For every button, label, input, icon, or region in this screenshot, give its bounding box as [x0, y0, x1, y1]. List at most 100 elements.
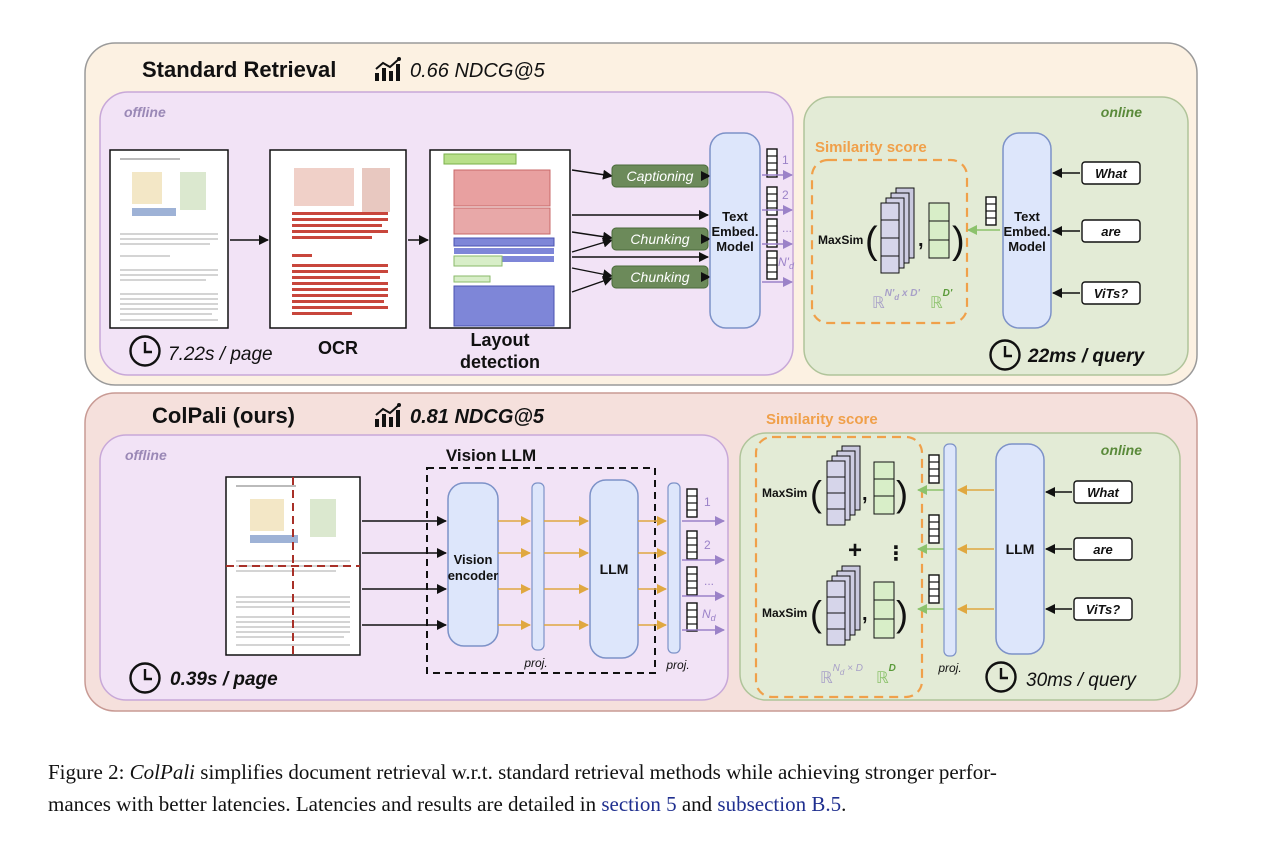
colpali-online-latency: 30ms / query [1026, 670, 1137, 691]
proj-label-3: proj. [937, 661, 961, 675]
svg-text:Embed.: Embed. [712, 224, 759, 239]
online-llm-block: LLM [995, 443, 1045, 655]
svg-text:ViTs?: ViTs? [1094, 286, 1128, 301]
svg-text:What: What [1095, 166, 1127, 181]
document-page [109, 149, 229, 329]
proj-label-2: proj. [665, 658, 689, 672]
chunking-op-2: Chunking [611, 265, 709, 289]
offline-label: offline [125, 447, 167, 463]
svg-text:What: What [1087, 485, 1119, 500]
doc-token-embeddings: 1 2 ... N'd [762, 148, 795, 287]
similarity-box [754, 435, 924, 699]
caption-label: Figure 2: [48, 760, 130, 784]
svg-text:Embed.: Embed. [1004, 224, 1051, 239]
svg-text:LLM: LLM [600, 561, 629, 577]
svg-text:LLM: LLM [1006, 541, 1035, 557]
svg-text:ViTs?: ViTs? [1086, 602, 1120, 617]
svg-text:,: , [862, 603, 868, 625]
proj-layer-3 [943, 443, 957, 657]
standard-retrieval-panel: Standard Retrieval 0.66 NDCG@5 offline [84, 42, 1198, 386]
svg-text:MaxSim: MaxSim [762, 606, 807, 620]
section-5-link[interactable]: section 5 [601, 792, 677, 816]
query-word-what: What [1073, 480, 1133, 504]
query-word-vits: ViTs? [1081, 281, 1141, 305]
query-token-embedding [985, 196, 997, 226]
svg-text:N'd: N'd [778, 255, 795, 271]
standard-metric: 0.66 NDCG@5 [410, 60, 546, 82]
llm-block: LLM [589, 479, 639, 659]
query-token-embeddings [917, 454, 944, 614]
layout-page [429, 149, 571, 329]
ocr-page [269, 149, 407, 329]
svg-text:1: 1 [782, 153, 789, 167]
captioning-op: Captioning [611, 164, 709, 188]
online-label: online [1101, 442, 1142, 458]
svg-text:(: ( [810, 593, 822, 634]
proj-layer-1 [531, 482, 545, 651]
svg-text:2: 2 [704, 538, 711, 552]
vision-llm-label: Vision LLM [446, 446, 536, 465]
caption-text-1: simplifies document retrieval w.r.t. sta… [195, 760, 997, 784]
svg-text:Captioning: Captioning [627, 168, 694, 184]
subsection-b5-link[interactable]: subsection B.5 [717, 792, 842, 816]
svg-text:are: are [1093, 542, 1113, 557]
svg-text:): ) [896, 473, 908, 514]
svg-text:,: , [918, 229, 924, 251]
doc-dim-label: ℝN'd x D' [872, 288, 921, 312]
svg-text:Model: Model [716, 239, 754, 254]
standard-online-latency: 22ms / query [1027, 346, 1146, 367]
maxsim-row-1: MaxSim ( , ) [762, 445, 908, 526]
svg-text:(: ( [865, 220, 878, 262]
query-word-are: are [1073, 537, 1133, 561]
svg-text:2: 2 [782, 188, 789, 202]
query-word-are: are [1081, 219, 1141, 243]
query-embedding [928, 202, 950, 259]
svg-text:...: ... [704, 574, 714, 588]
caption-and: and [676, 792, 718, 816]
chunking-op-1: Chunking [611, 227, 709, 251]
query-word-what: What [1081, 161, 1141, 185]
svg-text:MaxSim: MaxSim [762, 486, 807, 500]
colpali-metric: 0.81 NDCG@5 [410, 406, 545, 428]
query-dim-label: ℝD' [930, 288, 953, 312]
standard-title: Standard Retrieval [142, 57, 336, 82]
svg-text:): ) [952, 220, 965, 262]
caption-emphasis: ColPali [129, 760, 196, 784]
svg-text:...: ... [782, 221, 792, 235]
figure-caption: Figure 2: ColPali simplifies document re… [48, 756, 1248, 820]
layout-label-1: Layout [470, 330, 529, 350]
plus-sign: + [848, 537, 862, 564]
similarity-title: Similarity score [766, 411, 878, 428]
similarity-box [810, 158, 969, 325]
offline-label: offline [124, 104, 166, 120]
svg-text:): ) [896, 593, 908, 634]
doc-token-embeddings: 1 2 ... Nd [682, 488, 725, 635]
svg-text:(: ( [810, 473, 822, 514]
maxsim-row-2: MaxSim ( , ) [762, 565, 908, 646]
text-embed-model: Text Embed. Model [709, 132, 761, 329]
svg-text:Model: Model [1008, 239, 1046, 254]
svg-text:Text: Text [1014, 209, 1040, 224]
svg-text:,: , [862, 483, 868, 505]
layout-label-2: detection [460, 352, 540, 372]
colpali-online-box [739, 432, 1181, 701]
standard-offline-latency: 7.22s / page [168, 344, 273, 365]
svg-text:encoder: encoder [448, 568, 499, 583]
online-text-embed-model: Text Embed. Model [1002, 132, 1052, 329]
vertical-ellipsis: ⋮ [886, 543, 906, 565]
vision-llm-box [426, 467, 656, 674]
vision-encoder: Vision encoder [447, 482, 499, 647]
svg-text:Text: Text [722, 209, 748, 224]
svg-text:Chunking: Chunking [630, 231, 689, 247]
similarity-title: Similarity score [815, 139, 927, 156]
svg-text:Chunking: Chunking [630, 269, 689, 285]
proj-layer-2 [667, 482, 681, 654]
doc-dim-label: ℝNd × D [820, 663, 863, 687]
svg-text:1: 1 [704, 495, 711, 509]
online-label: online [1101, 104, 1142, 120]
svg-text:Vision: Vision [454, 552, 493, 567]
document-page-patches [225, 476, 361, 656]
caption-end: . [841, 792, 847, 816]
proj-label-1: proj. [523, 656, 547, 670]
query-dim-label: ℝD [876, 663, 896, 687]
